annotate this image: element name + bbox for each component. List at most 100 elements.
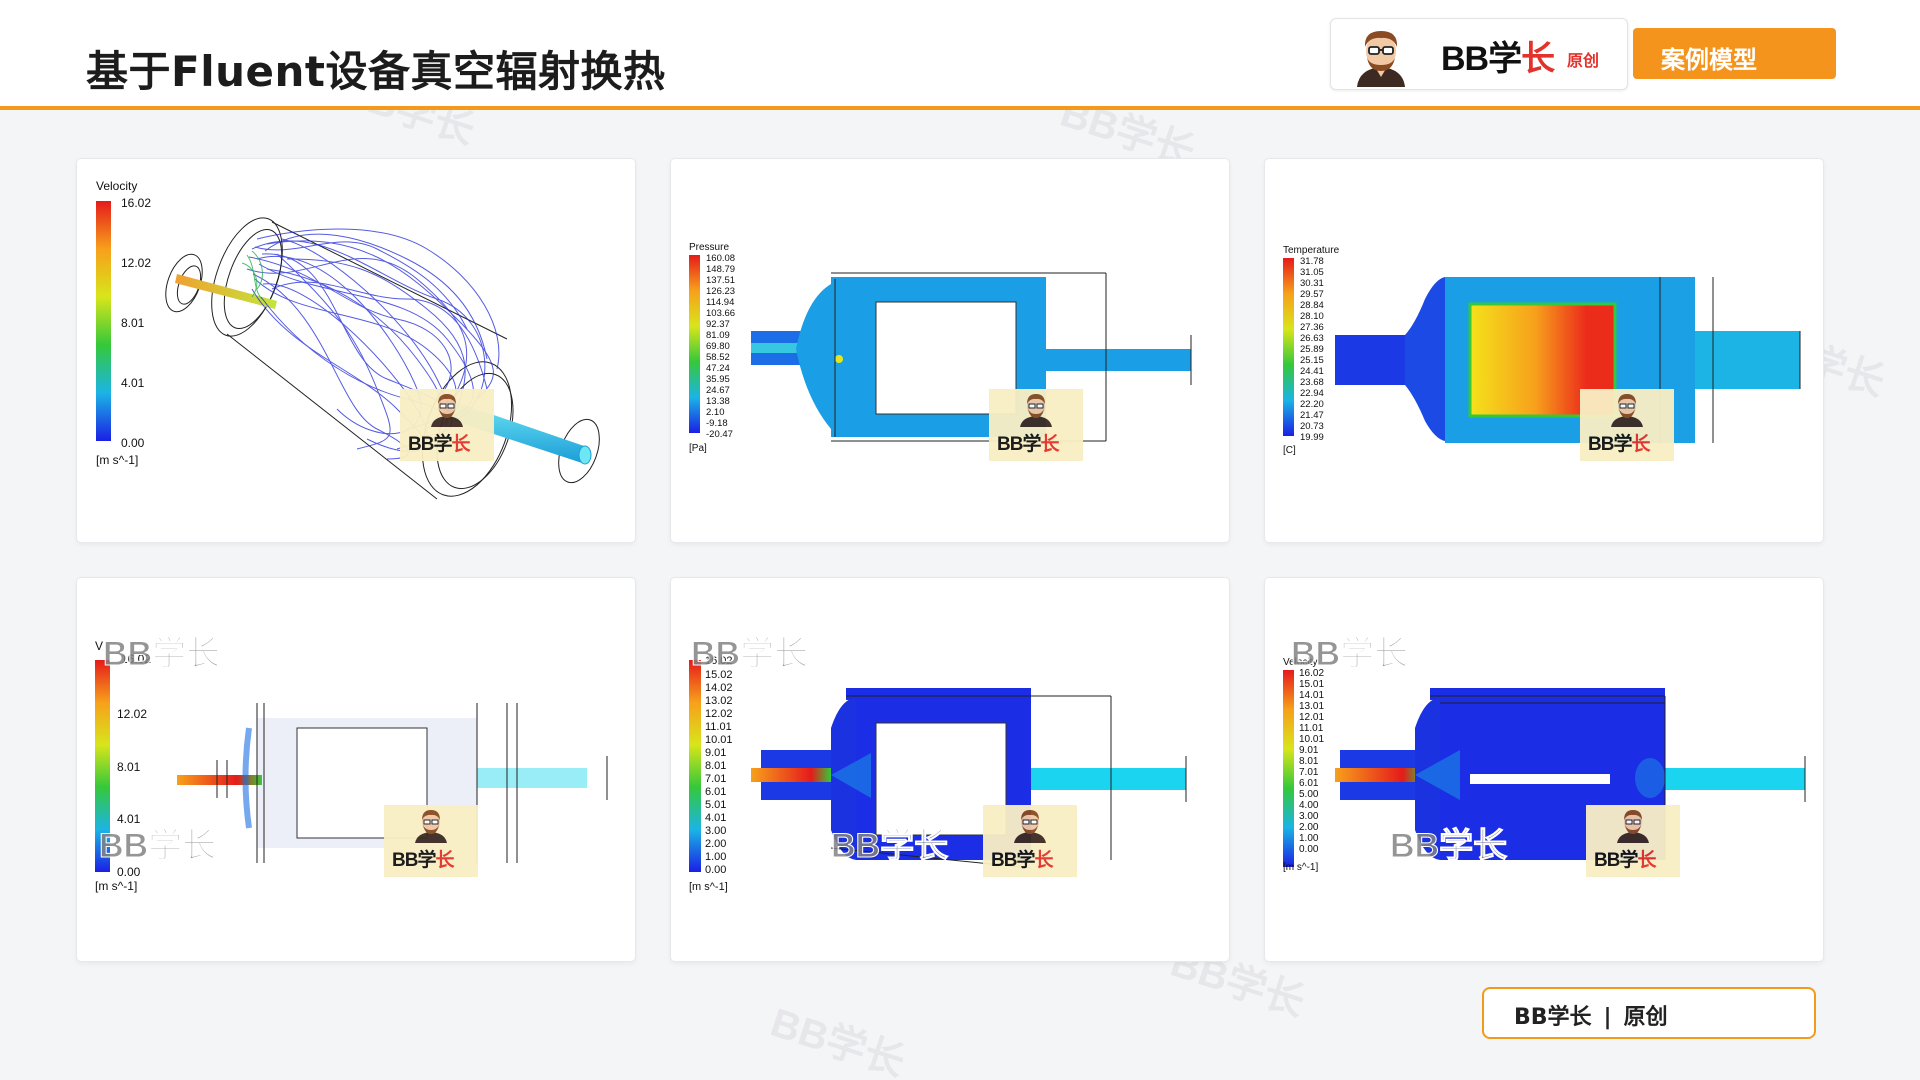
svg-text:21.47: 21.47 <box>1300 410 1324 421</box>
header-bar: 基于Fluent设备真空辐射换热 BB学长 原创 案例模型 <box>0 0 1920 110</box>
badge-label: BB学长 <box>408 434 470 455</box>
svg-text:15.02: 15.02 <box>705 669 733 681</box>
result-panel-pressure: Pressure 160.08 148.79 137.51 126.23 114… <box>671 159 1229 542</box>
svg-text:0.00: 0.00 <box>1299 844 1319 855</box>
legend-colorbar <box>689 255 700 433</box>
svg-text:24.41: 24.41 <box>1300 366 1324 377</box>
footer-author: BB学长 <box>1514 1005 1592 1030</box>
author-badge: BB学长 <box>989 389 1083 461</box>
avatar-icon <box>431 394 463 427</box>
svg-text:12.01: 12.01 <box>1299 712 1324 723</box>
svg-text:-20.47: -20.47 <box>706 429 733 440</box>
author-badge: BB学长 <box>1580 389 1674 461</box>
svg-text:92.37: 92.37 <box>706 319 730 330</box>
velocity-contour-plot: 16.02 15.02 14.02 13.02 12.02 11.01 10.0… <box>689 655 1187 893</box>
brand-subtitle: 原创 <box>1567 51 1600 70</box>
svg-text:11.01: 11.01 <box>1299 723 1324 734</box>
svg-text:35.95: 35.95 <box>706 374 730 385</box>
footer-separator: | <box>1603 1005 1612 1030</box>
avatar-icon <box>1357 31 1405 87</box>
legend-values: 160.08 148.79 137.51 126.23 114.94 103.6… <box>706 253 735 440</box>
svg-text:14.02: 14.02 <box>705 682 733 694</box>
svg-text:126.23: 126.23 <box>706 286 735 297</box>
svg-text:4.01: 4.01 <box>705 812 726 824</box>
legend-unit: [m s^-1] <box>96 453 138 467</box>
result-panel-velocity-contour: 16.02 15.02 14.02 13.02 12.02 11.01 10.0… <box>671 578 1229 961</box>
svg-text:13.38: 13.38 <box>706 396 730 407</box>
svg-text:11.01: 11.01 <box>705 721 732 733</box>
svg-text:3.00: 3.00 <box>1299 811 1319 822</box>
legend-unit: [C] <box>1283 445 1296 456</box>
svg-text:81.09: 81.09 <box>706 330 730 341</box>
svg-text:16.02: 16.02 <box>1299 668 1324 679</box>
avatar-icon <box>1014 810 1046 843</box>
legend-unit: [Pa] <box>689 443 707 454</box>
svg-text:2.00: 2.00 <box>1299 822 1319 833</box>
svg-text:24.67: 24.67 <box>706 385 730 396</box>
particle-field <box>177 718 587 848</box>
temperature-contour-plot: Temperature 31.78 31.05 30.31 29.57 28.8… <box>1283 245 1801 456</box>
svg-text:137.51: 137.51 <box>706 275 735 286</box>
watermark-overlay: BB学长 <box>98 827 217 866</box>
badge-label: BB学长 <box>392 850 454 871</box>
page-title: 基于Fluent设备真空辐射换热 <box>86 47 666 96</box>
svg-text:4.00: 4.00 <box>1299 800 1319 811</box>
svg-text:27.36: 27.36 <box>1300 322 1324 333</box>
svg-text:25.15: 25.15 <box>1300 355 1324 366</box>
badge-label: BB学长 <box>997 434 1059 455</box>
legend-title: Pressure <box>689 242 729 253</box>
svg-text:5.01: 5.01 <box>705 799 726 811</box>
legend-values: 16.02 15.01 14.01 13.01 12.01 11.01 10.0… <box>1299 668 1324 855</box>
svg-text:12.02: 12.02 <box>705 708 733 720</box>
legend-unit: [m s^-1] <box>689 881 728 893</box>
legend-title: V <box>95 639 103 653</box>
svg-text:13.02: 13.02 <box>705 695 733 707</box>
watermark-overlay: BB学长 <box>1290 635 1409 674</box>
avatar-icon <box>1611 394 1643 427</box>
inlet-jet <box>175 274 277 309</box>
svg-text:103.66: 103.66 <box>706 308 735 319</box>
svg-text:-9.18: -9.18 <box>706 418 728 429</box>
watermark-overlay: BB学长 <box>690 635 809 674</box>
author-badge: BB学长 <box>1586 805 1680 877</box>
watermark-overlay: BB学长 <box>830 827 949 866</box>
legend-values: 31.78 31.05 30.31 29.57 28.84 28.10 27.3… <box>1300 256 1324 443</box>
svg-text:1.00: 1.00 <box>1299 833 1319 844</box>
author-badge: BB学长 <box>983 805 1077 877</box>
legend-value: 8.01 <box>121 316 145 330</box>
legend-colorbar <box>689 660 701 872</box>
badge-label: BB学长 <box>1594 850 1656 871</box>
svg-text:30.31: 30.31 <box>1300 278 1324 289</box>
pressure-field <box>751 277 1191 437</box>
svg-text:26.63: 26.63 <box>1300 333 1324 344</box>
svg-text:8.01: 8.01 <box>1299 756 1319 767</box>
legend-values: 15.02 14.02 13.02 12.02 11.01 10.01 9.01… <box>705 669 733 876</box>
legend-value: 16.02 <box>705 655 733 667</box>
legend-value: 0.00 <box>121 436 145 450</box>
svg-text:6.01: 6.01 <box>705 786 726 798</box>
author-badge: BB学长 <box>384 805 478 877</box>
avatar-icon <box>1617 810 1649 843</box>
svg-text:58.52: 58.52 <box>706 352 730 363</box>
author-badge: BB学长 <box>400 389 494 461</box>
legend-title: Velocity <box>96 179 137 193</box>
legend-title: Temperature <box>1283 245 1340 256</box>
svg-text:19.99: 19.99 <box>1300 432 1324 443</box>
watermark-overlay: BB学长 <box>1389 827 1508 866</box>
svg-text:9.01: 9.01 <box>705 747 726 759</box>
svg-text:1.00: 1.00 <box>705 851 726 863</box>
legend-colorbar <box>96 201 111 441</box>
svg-text:29.57: 29.57 <box>1300 289 1324 300</box>
legend-unit: [m s^-1] <box>1283 862 1318 873</box>
velocity-field <box>751 688 1186 860</box>
legend-value: 4.01 <box>117 812 141 826</box>
legend-value: 8.01 <box>117 760 141 774</box>
watermark: BB学长 <box>765 1000 910 1080</box>
temperature-field <box>1335 277 1800 443</box>
badge-label: BB学长 <box>1588 434 1650 455</box>
geometry-outline <box>165 217 600 500</box>
svg-text:69.80: 69.80 <box>706 341 730 352</box>
svg-text:28.84: 28.84 <box>1300 300 1324 311</box>
avatar-icon <box>1020 394 1052 427</box>
svg-text:47.24: 47.24 <box>706 363 730 374</box>
